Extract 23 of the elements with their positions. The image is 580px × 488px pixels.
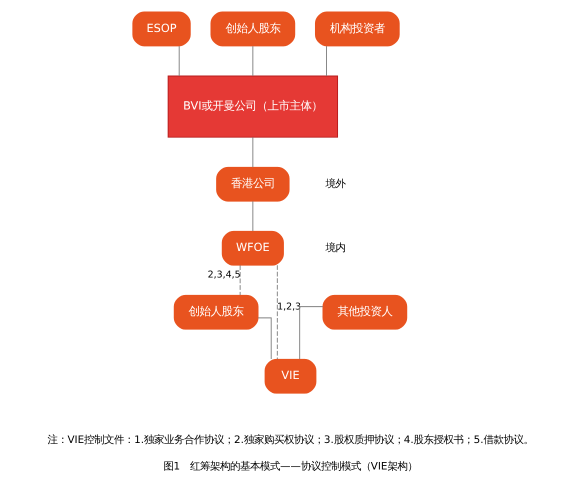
node-box: WFOE [221, 230, 284, 266]
node-box: ESOP [132, 12, 190, 46]
connector [252, 46, 253, 76]
connector [239, 264, 240, 296]
connector [276, 264, 278, 360]
edge-label: 1,2,3 [276, 301, 301, 312]
label: 境外 [325, 178, 346, 190]
edge-label: 2,3,4,5 [207, 269, 240, 280]
label: 注：VIE控制文件：1.独家业务合作协议；2.独家购买权协议；3.股权质押协议；4.股东授权书；5.借款协议。 [46, 434, 534, 446]
connector [298, 306, 323, 360]
node-box: 创始人股东 [173, 294, 258, 330]
node-box: VIE [264, 358, 316, 394]
connector [178, 46, 180, 76]
label: 境内 [325, 242, 346, 254]
node-box: 创始人股东 [210, 12, 295, 46]
connector [252, 200, 253, 232]
node-box: 机构投资者 [314, 12, 400, 46]
connector [257, 317, 272, 360]
caption: 图1 红筹架构的基本模式——协议控制模式（VIE架构） [163, 460, 417, 472]
node-box: 其他投资人 [322, 294, 407, 330]
connector [252, 136, 253, 168]
node-box: 香港公司 [216, 166, 290, 202]
node-box: BVI或开曼公司（上市主体） [167, 76, 338, 138]
